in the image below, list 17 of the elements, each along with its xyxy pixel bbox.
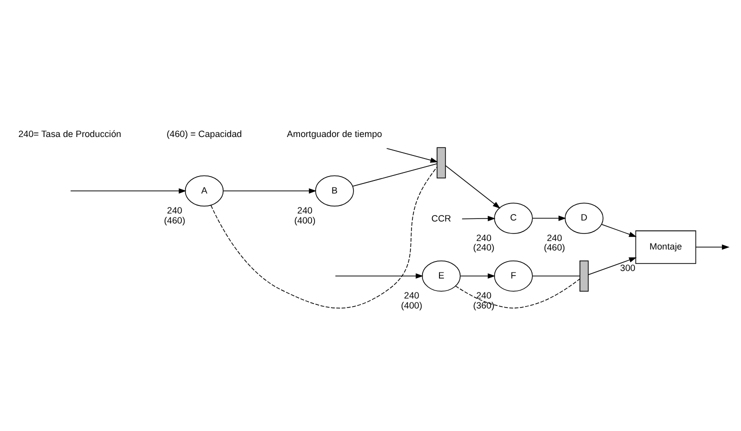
node-label: 300 (620, 262, 636, 272)
node-label: (460) (164, 214, 186, 225)
node-label: (240) (473, 242, 494, 252)
label: (460) = Capacidad (166, 128, 242, 139)
node-text: CCR (431, 212, 452, 223)
node-label: 240 (476, 290, 492, 300)
node-label: (400) (400, 300, 422, 310)
node-label: 240 (404, 290, 420, 300)
node-label: (400) (294, 214, 316, 225)
label: 240= Tasa de Producción (18, 128, 122, 139)
node-label: 240 (546, 232, 562, 242)
node-label: 240 (167, 204, 182, 215)
node-text: Amortguador de tiempo (286, 128, 382, 139)
node-label: (360) (473, 300, 494, 310)
node-label: 240 (297, 204, 312, 215)
node-label: 240 (476, 232, 492, 242)
node-label: (460) (544, 242, 566, 252)
